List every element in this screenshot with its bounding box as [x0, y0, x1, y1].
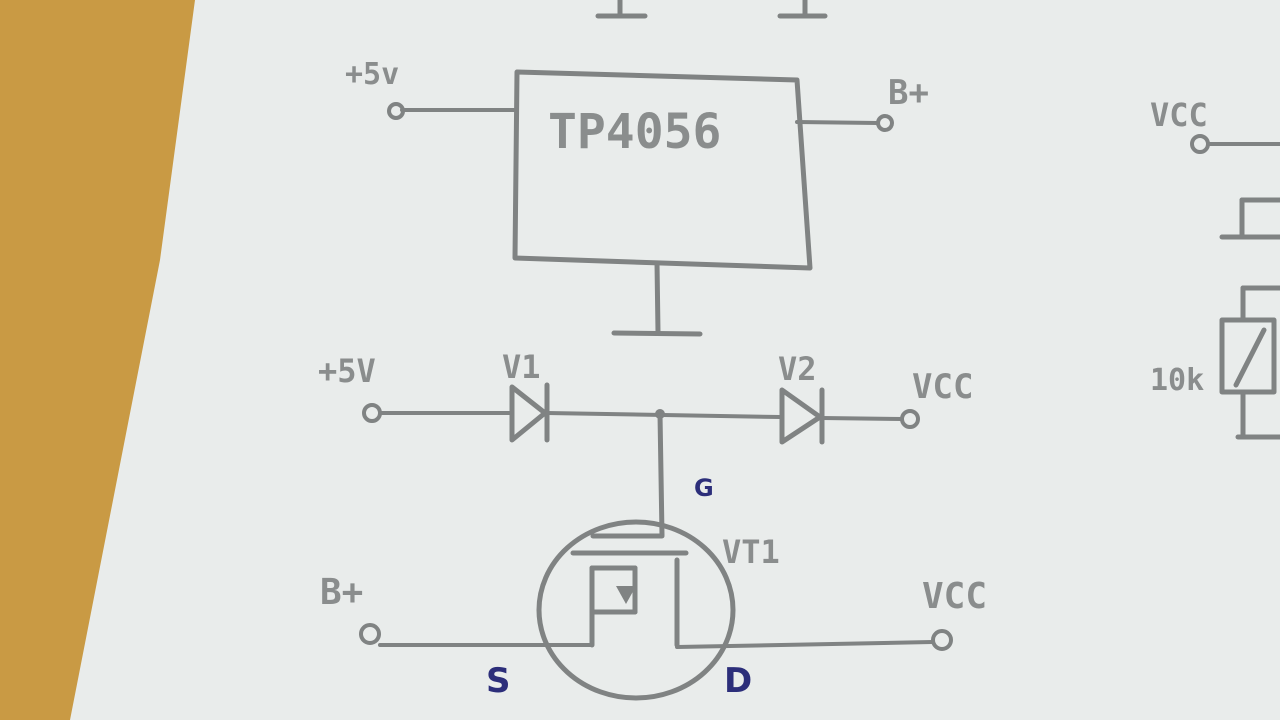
- ic-input-terminal: [387, 102, 405, 120]
- source-terminal-label: B+: [320, 572, 363, 613]
- top-partial-grounds: [595, 0, 828, 19]
- resistor-value-label: 10k: [1150, 363, 1204, 398]
- paper-sheet: [70, 0, 1280, 720]
- source-label: S: [486, 661, 511, 701]
- right-partial-circuit: VCC 10k: [1150, 96, 1280, 440]
- source-terminal: [359, 623, 381, 645]
- transistor-label: VT1: [722, 533, 780, 571]
- diode-v1-label: V1: [502, 348, 541, 386]
- ic-name-label: TP4056: [548, 104, 721, 160]
- gate-label: G: [694, 474, 714, 502]
- diode-input-label: +5V: [318, 352, 376, 390]
- drain-terminal-label: VCC: [922, 576, 987, 617]
- drain-terminal: [931, 629, 953, 651]
- diode-row: +5V V1 V2 VCC: [318, 348, 973, 538]
- tp4056-block: TP4056 +5v B+: [345, 57, 929, 337]
- ic-output-terminal: [876, 114, 894, 132]
- diode-output-terminal: [900, 409, 920, 429]
- diode-v2-label: V2: [778, 350, 817, 388]
- right-vcc-label: VCC: [1150, 96, 1208, 134]
- mosfet-vt1: G VT1 B+ S VCC D: [320, 474, 987, 701]
- diode-v2: V2: [778, 350, 825, 445]
- ic-output-label: B+: [888, 73, 929, 113]
- drain-label: D: [724, 661, 752, 701]
- diode-output-label: VCC: [912, 367, 973, 407]
- ic-input-label: +5v: [345, 57, 399, 92]
